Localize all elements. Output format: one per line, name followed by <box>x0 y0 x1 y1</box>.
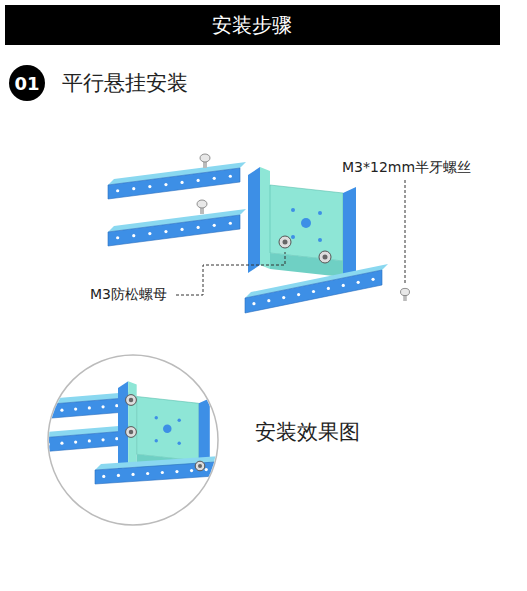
bracket-hole <box>291 235 295 239</box>
part-label: M3*12mm半牙螺丝 <box>340 159 473 177</box>
hole <box>88 406 91 409</box>
hole <box>197 179 200 182</box>
title: 安装步骤 <box>212 12 292 39</box>
strip <box>40 431 125 452</box>
nut-hole <box>198 464 202 468</box>
hole <box>132 234 135 237</box>
hole <box>115 404 118 407</box>
hole <box>297 293 300 296</box>
hole <box>342 284 345 287</box>
hole <box>267 299 270 302</box>
strip <box>40 398 125 419</box>
hole <box>60 442 63 445</box>
step-circle <box>9 65 45 101</box>
hole <box>180 181 183 184</box>
hole <box>117 474 120 477</box>
bracket-side <box>260 167 270 269</box>
bracket-hole <box>155 416 158 419</box>
hole <box>175 470 178 473</box>
hole <box>74 407 77 410</box>
nut-hole <box>129 398 134 403</box>
bracket-hole <box>301 218 311 228</box>
screw-head <box>401 288 410 295</box>
bracket-hole <box>163 425 172 434</box>
nut-hole <box>323 255 328 260</box>
hole <box>101 405 104 408</box>
hole <box>282 296 285 299</box>
screw-head <box>200 154 210 162</box>
leader-line <box>405 180 406 285</box>
nut <box>126 427 137 438</box>
nut <box>195 461 205 471</box>
hole <box>47 443 50 446</box>
hole <box>146 472 149 475</box>
hole <box>164 230 167 233</box>
bracket-side <box>118 381 128 471</box>
strip <box>245 270 382 313</box>
step-number-text: 01 <box>14 73 39 94</box>
nut <box>126 395 137 406</box>
hole <box>88 439 91 442</box>
hole <box>180 228 183 231</box>
hole <box>327 287 330 290</box>
hole <box>116 189 119 192</box>
hole <box>74 440 77 443</box>
title-bar <box>5 5 500 45</box>
nut <box>319 251 331 263</box>
leader-line <box>176 252 285 295</box>
hole <box>161 471 164 474</box>
bracket-hole <box>178 442 181 445</box>
step-heading: 平行悬挂安装 <box>62 69 188 97</box>
nut <box>279 236 291 248</box>
hole <box>197 226 200 229</box>
hole <box>357 281 360 284</box>
part-label: M3防松螺母 <box>88 286 169 304</box>
bracket-plate <box>270 185 343 261</box>
hole <box>132 187 135 190</box>
hole <box>115 437 118 440</box>
hole <box>101 438 104 441</box>
hole <box>47 410 50 413</box>
strip <box>95 462 215 484</box>
bracket-hole <box>318 238 322 242</box>
hole <box>229 222 232 225</box>
nut-hole <box>283 240 288 245</box>
hole <box>229 175 232 178</box>
hole <box>252 302 255 305</box>
nut-hole <box>129 430 134 435</box>
bracket-side <box>128 381 137 468</box>
hole <box>213 224 216 227</box>
step-number: 01 <box>9 65 45 101</box>
bracket-hole <box>178 419 181 422</box>
bracket-hole <box>318 211 322 215</box>
bracket-hole <box>155 439 158 442</box>
strip <box>108 215 240 246</box>
hole <box>371 278 374 281</box>
hole <box>312 290 315 293</box>
hole <box>60 409 63 412</box>
hole <box>213 177 216 180</box>
bracket-side <box>270 253 343 277</box>
hole <box>131 473 134 476</box>
bracket-side <box>343 187 356 277</box>
hole <box>148 185 151 188</box>
bracket-side <box>248 167 260 273</box>
hole <box>164 183 167 186</box>
hole <box>190 469 193 472</box>
bracket-plate <box>137 397 199 462</box>
caption-label: 安装效果图 <box>255 418 360 446</box>
strip <box>108 168 240 199</box>
hole <box>102 475 105 478</box>
hole <box>148 232 151 235</box>
bracket-hole <box>291 208 295 212</box>
screw-head <box>197 200 207 208</box>
hole <box>205 468 208 471</box>
hole <box>116 236 119 239</box>
